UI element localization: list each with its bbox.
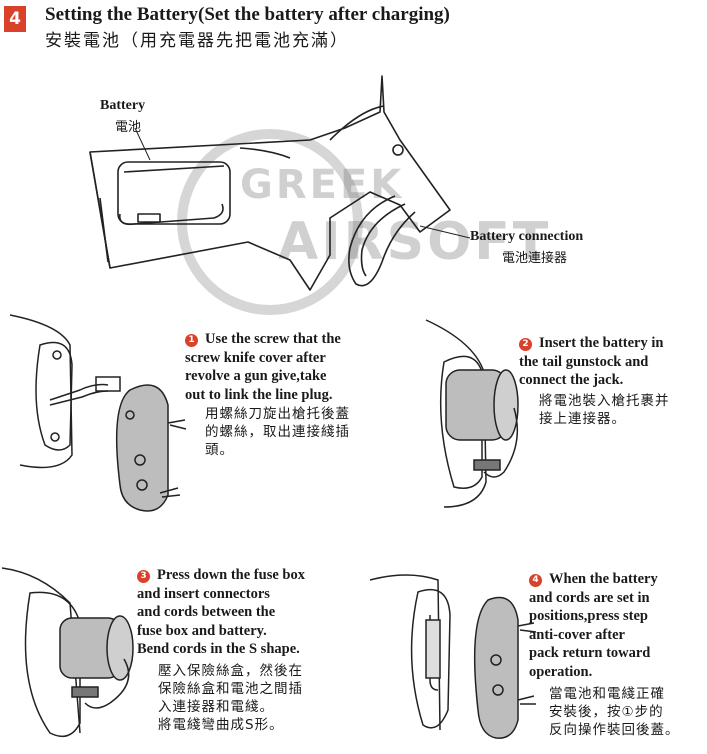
step4-illustration <box>369 574 537 739</box>
step3-instruction-zh: 壓入保險絲盒，然後在 保險絲盒和電池之間插 入連接器和電綫。 將電綫彎曲成S形。 <box>158 663 303 733</box>
battery-connection-label: Battery connection <box>470 229 584 244</box>
step2-number: 2 <box>519 338 532 351</box>
battery-label: Battery <box>100 98 146 113</box>
section-title: Setting the Battery(Set the battery afte… <box>45 4 450 25</box>
step2-illustration <box>425 319 519 508</box>
step1-number: 1 <box>185 334 198 347</box>
step4-number: 4 <box>529 574 542 587</box>
step1-instruction-zh: 用螺絲刀旋出槍托後蓋 的螺絲，取出連接綫插 頭。 <box>205 406 350 458</box>
step3-number: 3 <box>137 570 150 583</box>
section-title-zh: 安裝電池（用充電器先把電池充滿） <box>45 31 349 51</box>
step-number-badge: 4 <box>4 6 26 32</box>
gunstock-diagram <box>89 75 471 291</box>
step2-instruction-zh: 將電池裝入槍托裹并 接上連接器。 <box>539 393 670 427</box>
step4-instruction-zh: 當電池和電綫正確 安裝後，按①步的 反向操作裝回後蓋。 <box>549 686 680 738</box>
watermark-line1: GREEK <box>240 162 405 208</box>
battery-connection-label-zh: 電池連接器 <box>502 251 568 266</box>
step3-illustration <box>1 567 134 738</box>
step1-illustration <box>9 314 187 512</box>
battery-label-zh: 電池 <box>115 120 142 135</box>
